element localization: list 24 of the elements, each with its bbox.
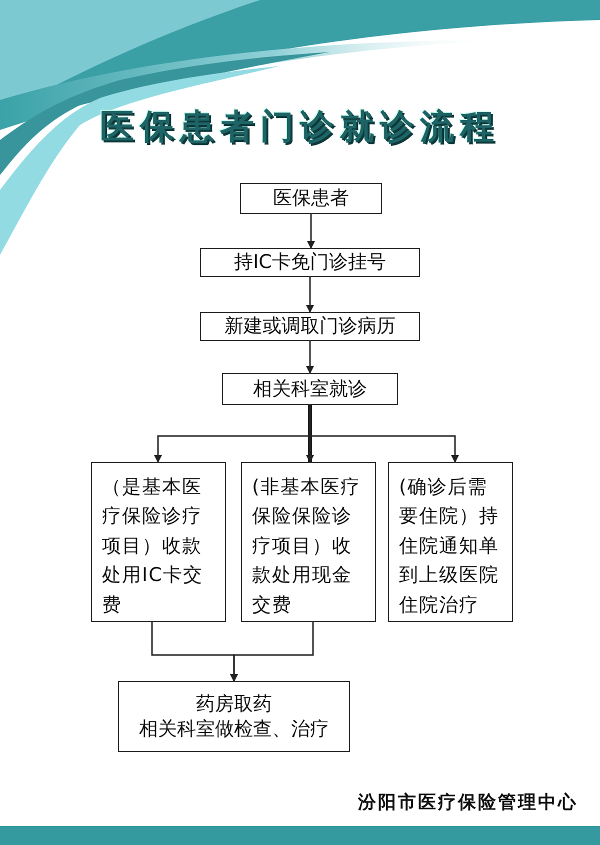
process-box: [241, 462, 376, 622]
arrow: [230, 622, 314, 682]
box-text: (非基本医疗保险保险诊疗项目）收款处用现金交费: [252, 475, 362, 618]
box-text: 医保患者: [273, 186, 349, 211]
box-text: 新建或调取门诊病历: [224, 314, 396, 339]
arrow: [307, 214, 315, 249]
process-box: [91, 462, 226, 622]
box-text: （是基本医疗保险诊疗项目）收款处用IC卡交费: [102, 475, 204, 618]
process-box: [240, 183, 382, 214]
process-box: [200, 312, 420, 341]
arrow: [306, 341, 314, 374]
box-text: 药房取药: [196, 692, 272, 716]
arrow: [306, 277, 314, 313]
organization-name: 汾阳市医疗保险管理中心: [358, 791, 578, 814]
process-box: [118, 681, 350, 752]
process-box: [222, 373, 398, 405]
title: 医保患者门诊就诊流程: [99, 106, 501, 149]
process-box: [200, 248, 420, 277]
process-box: [388, 462, 513, 622]
box-text: 相关科室做检查、治疗: [139, 716, 329, 742]
box-text: 相关科室就诊: [253, 376, 367, 402]
box-text: 持IC卡免门诊挂号: [234, 250, 386, 275]
box-text: (确诊后需要住院）持住院通知单到上级医院住院治疗: [399, 475, 500, 618]
arrow: [306, 405, 314, 463]
